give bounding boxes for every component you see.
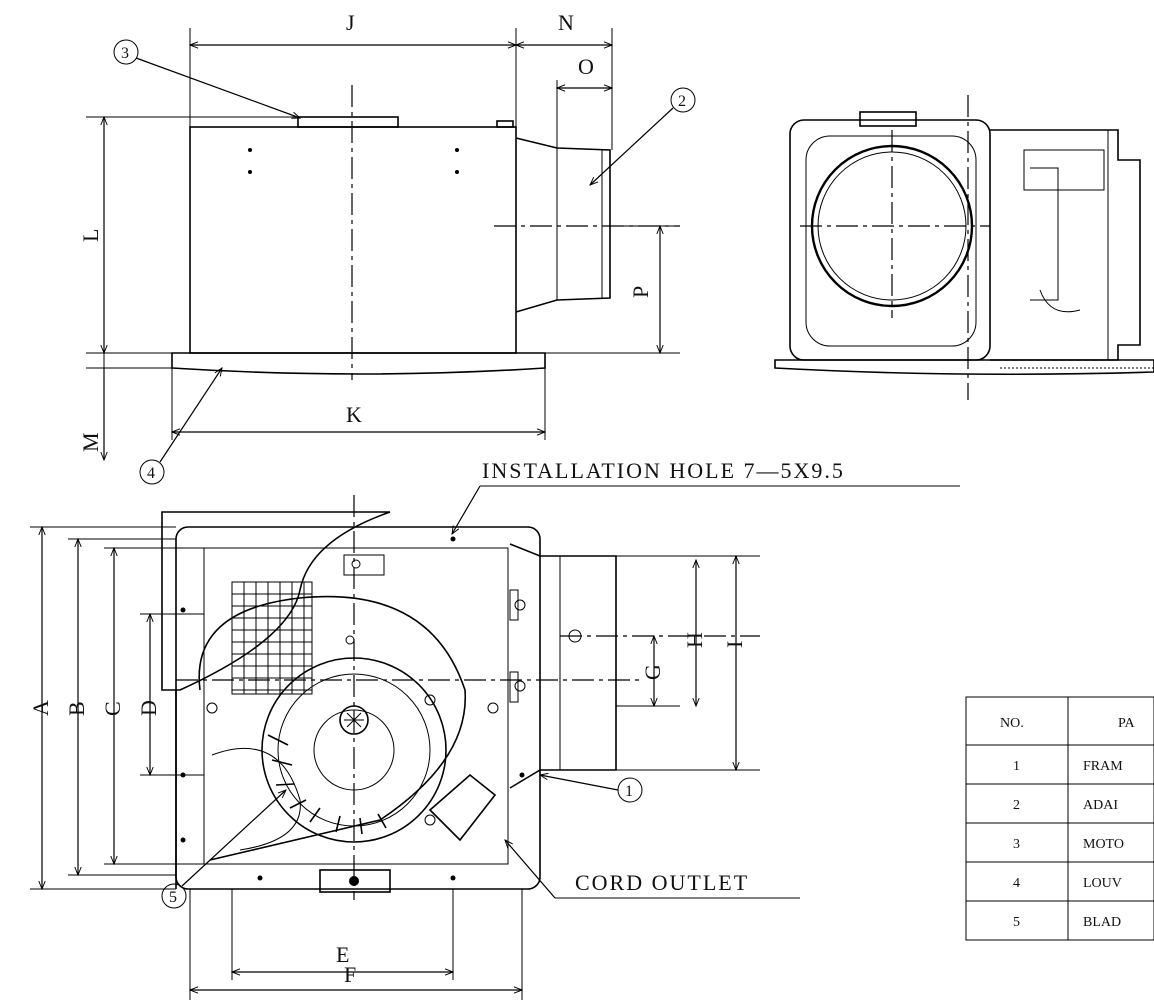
cord-outlet-plug [428, 773, 497, 842]
table-cell-no: 3 [1013, 837, 1020, 852]
dim-label-P: P [628, 286, 653, 298]
adapter-outline [515, 137, 611, 313]
motor-bump [297, 116, 399, 128]
frame-outline [175, 526, 541, 890]
dim-label-C: C [100, 701, 125, 716]
dim-label-M: M [78, 432, 103, 452]
scroll-housing [198, 595, 467, 861]
note-cord-outlet: CORD OUTLET [575, 870, 749, 895]
table-cell-part: FRAM [1083, 759, 1123, 774]
side-view: J N O K L M P 3 2 4 [78, 10, 696, 485]
note-installation-hole: INSTALLATION HOLE 7—5X9.5 [482, 458, 845, 483]
housing-outline [189, 126, 517, 354]
table-cell-part: ADAI [1083, 798, 1118, 813]
table-cell-no: 1 [1013, 759, 1020, 774]
table-header-no: NO. [1000, 716, 1024, 731]
table-cell-part: BLAD [1083, 915, 1121, 930]
adapter-plan [509, 543, 617, 789]
callout-2: 2 [678, 93, 686, 110]
plan-view: A B C D G H I E F 1 5 [28, 495, 760, 1000]
dim-label-K: K [346, 402, 362, 427]
dim-label-H: H [682, 632, 707, 648]
dim-label-L: L [78, 229, 103, 242]
blade-impeller [261, 657, 447, 843]
callout-1: 1 [625, 783, 633, 800]
dim-label-O: O [578, 54, 594, 79]
dim-label-D: D [136, 700, 161, 716]
dim-label-G: G [640, 664, 665, 680]
callout-3: 3 [121, 45, 129, 62]
louver-sheet [161, 511, 391, 691]
grille-mesh [231, 581, 313, 695]
callout-5: 5 [169, 889, 177, 906]
dim-label-N: N [558, 10, 574, 35]
table-cell-part: MOTO [1083, 837, 1124, 852]
front-view [774, 95, 1154, 400]
dim-label-A: A [28, 700, 53, 716]
parts-table: NO. PA 1 FRAM 2 ADAI 3 MOTO 4 LOUV 5 BLA… [965, 696, 1154, 941]
dim-label-F: F [344, 962, 356, 987]
table-cell-no: 5 [1013, 915, 1020, 930]
dim-label-J: J [346, 10, 355, 35]
table-cell-part: LOUV [1083, 876, 1122, 891]
table-cell-no: 4 [1013, 876, 1020, 891]
table-header-part: PA [1118, 716, 1136, 731]
louver-side [171, 352, 546, 375]
table-cell-no: 2 [1013, 798, 1020, 813]
dim-label-I: I [722, 641, 747, 648]
callout-4: 4 [147, 465, 155, 482]
dim-label-E: E [336, 942, 349, 967]
dim-label-B: B [64, 701, 89, 716]
